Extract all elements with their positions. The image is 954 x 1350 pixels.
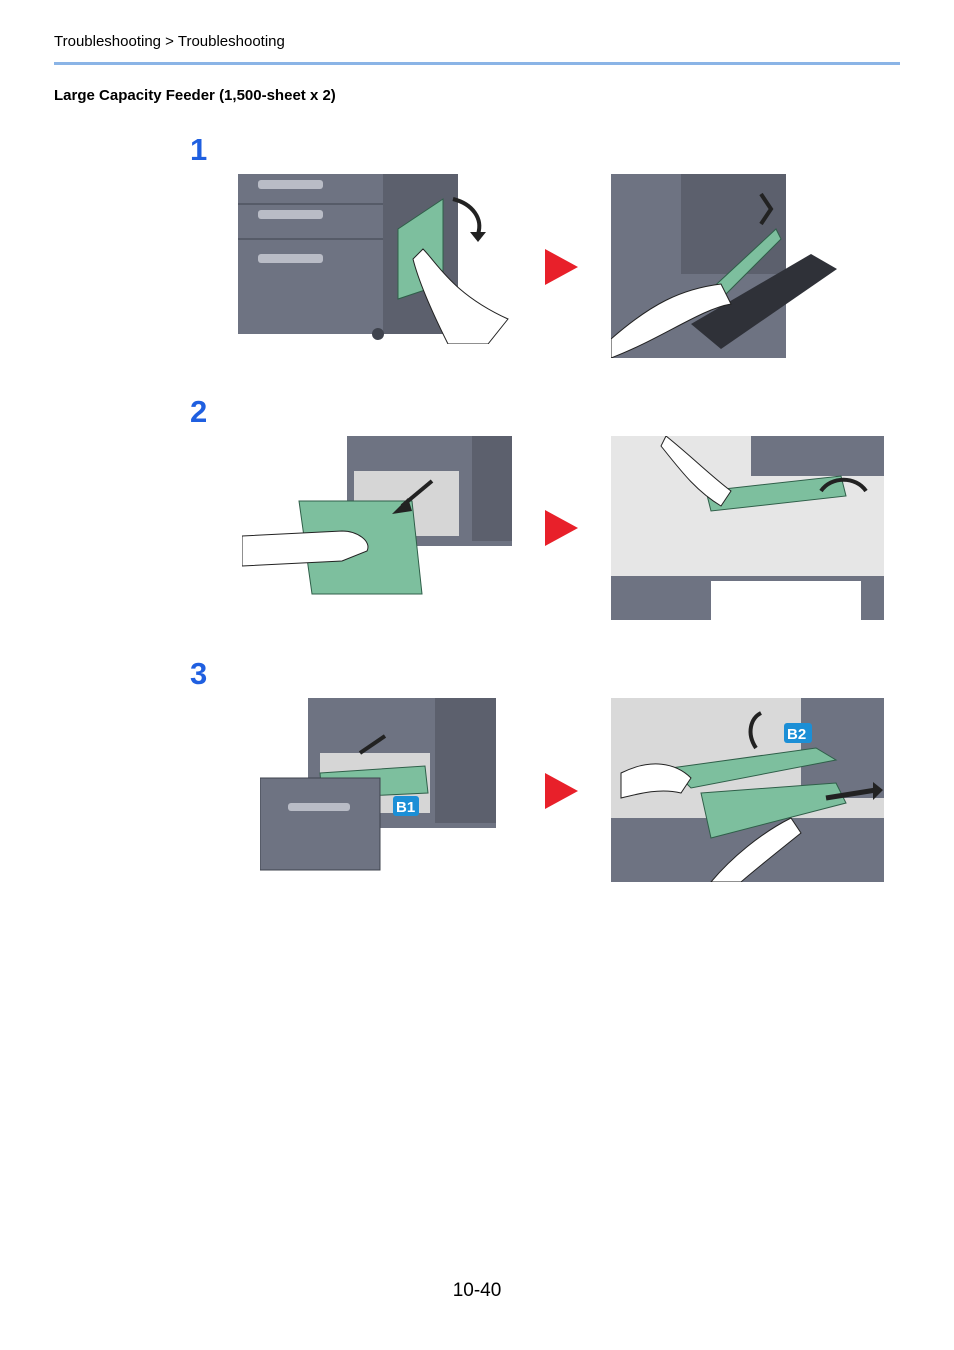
section-title: Large Capacity Feeder (1,500-sheet x 2) [54,87,336,104]
step-3-number: 3 [190,656,208,691]
step-3-illustration-open-b2: B2 [611,698,884,882]
step-2-illustration-remove-paper [611,436,884,620]
step-1-number: 1 [190,132,208,167]
page-number: 10-40 [452,1280,502,1301]
callout-b2-label: B2 [787,726,806,743]
pull-arrow-icon [825,787,877,801]
step-3-illustration-open-b1: B1 [260,698,496,871]
step-1-illustration-remove-paper [611,174,837,358]
header-divider [54,62,900,65]
breadcrumb: Troubleshooting > Troubleshooting [54,33,285,50]
callout-b2 [784,723,812,743]
next-step-arrow-icon [545,510,578,546]
next-step-arrow-icon [545,249,578,285]
pull-arrow-icon [358,734,387,755]
step-2-number: 2 [190,394,208,429]
step-1-illustration-open-cover [238,174,509,344]
next-step-arrow-icon [545,773,578,809]
rotate-arrow-icon [452,197,482,235]
callout-b1 [393,796,419,816]
callout-b1-label: B1 [396,799,415,816]
step-2-illustration-pull-drawer [242,436,512,595]
